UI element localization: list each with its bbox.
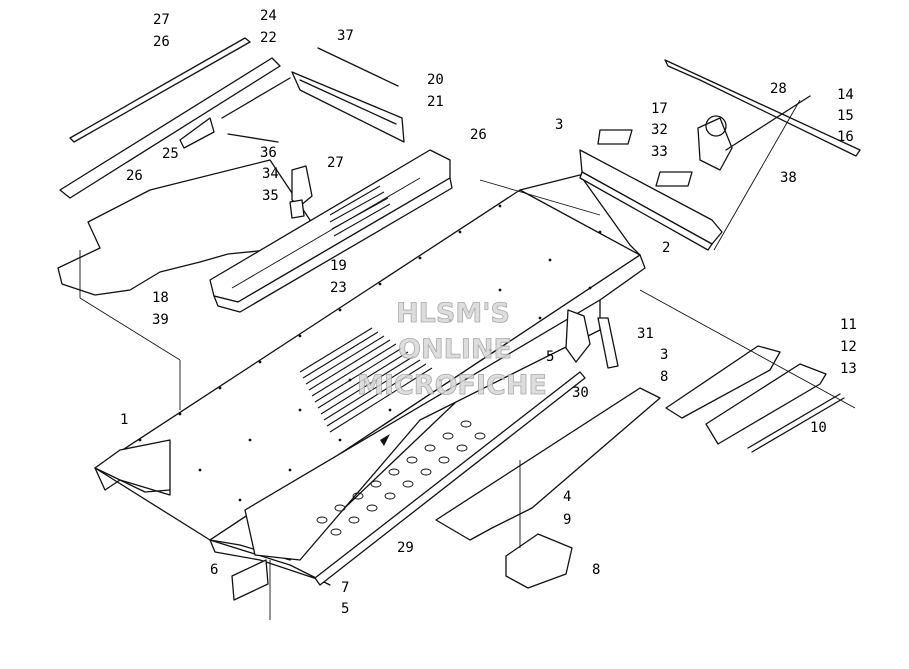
callout-33: 33 <box>651 144 668 160</box>
callout-1: 1 <box>120 412 128 428</box>
callout-8: 8 <box>660 369 668 385</box>
callout-24: 24 <box>260 8 277 24</box>
callout-17: 17 <box>651 101 668 117</box>
rivets <box>138 204 602 502</box>
callout-21: 21 <box>427 94 444 110</box>
callout-26: 26 <box>126 168 143 184</box>
callout-36: 36 <box>260 145 277 161</box>
watermark-line-1: HLSM'S <box>396 298 510 329</box>
callout-25: 25 <box>162 146 179 162</box>
callouts: 27 24 26 22 37 20 21 26 25 36 27 34 35 2… <box>120 8 857 617</box>
callout-37: 37 <box>337 28 354 44</box>
tunnel-assembly <box>94 174 646 586</box>
callout-32: 32 <box>651 122 668 138</box>
callout-38: 38 <box>780 170 797 186</box>
callout-9: 9 <box>563 512 571 528</box>
callout-13: 13 <box>840 361 857 377</box>
callout-3: 3 <box>660 347 668 363</box>
callout-22: 22 <box>260 30 277 46</box>
watermark-line-2: ONLINE <box>398 334 512 365</box>
callout-19: 19 <box>330 258 347 274</box>
callout-28: 28 <box>770 81 787 97</box>
callout-23: 23 <box>330 280 347 296</box>
watermark: HLSM'S ONLINE MICROFICHE <box>357 298 548 402</box>
callout-7: 7 <box>341 580 349 596</box>
callout-31: 31 <box>637 326 654 342</box>
leader-lines <box>79 99 856 620</box>
callout-30: 30 <box>572 385 589 401</box>
callout-11: 11 <box>840 317 857 333</box>
callout-27: 27 <box>327 155 344 171</box>
callout-18: 18 <box>152 290 169 306</box>
seat-base-panel <box>57 37 453 313</box>
rear-bumper-assembly <box>579 59 861 251</box>
callout-6: 6 <box>210 562 218 578</box>
callout-12: 12 <box>840 339 857 355</box>
callout-20: 20 <box>427 72 444 88</box>
callout-8: 8 <box>592 562 600 578</box>
callout-5: 5 <box>341 601 349 617</box>
callout-14: 14 <box>837 87 854 103</box>
watermark-line-3: MICROFICHE <box>357 370 547 401</box>
callout-27: 27 <box>153 12 170 28</box>
callout-4: 4 <box>563 489 571 505</box>
callout-26: 26 <box>153 34 170 50</box>
callout-16: 16 <box>837 129 854 145</box>
cooler-ribs <box>299 327 433 433</box>
callout-39: 39 <box>152 312 169 328</box>
side-trim-parts <box>231 309 845 601</box>
callout-10: 10 <box>810 420 827 436</box>
callout-29: 29 <box>397 540 414 556</box>
callout-3: 3 <box>555 117 563 133</box>
callout-15: 15 <box>837 108 854 124</box>
callout-35: 35 <box>262 188 279 204</box>
callout-2: 2 <box>662 240 670 256</box>
callout-26: 26 <box>470 127 487 143</box>
callout-5: 5 <box>546 349 554 365</box>
callout-34: 34 <box>262 166 279 182</box>
traction-holes <box>316 420 486 536</box>
arrow-icon <box>380 434 390 446</box>
